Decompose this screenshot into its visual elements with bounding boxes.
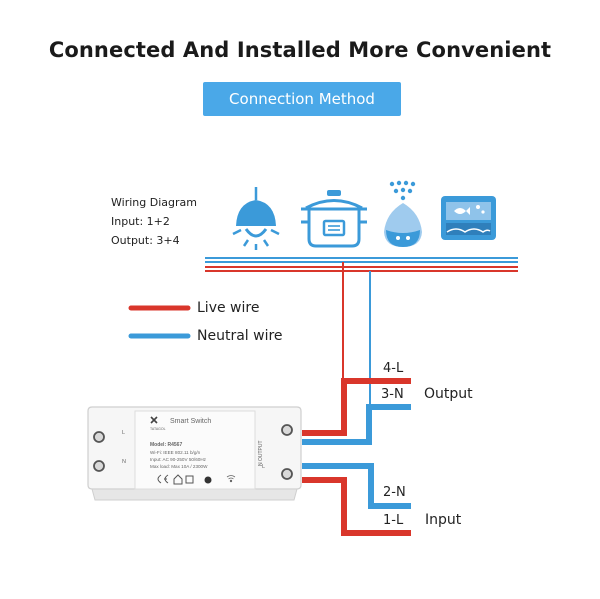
wiring-diagram-notes: Wiring Diagram Input: 1+2 Output: 3+4 <box>111 193 197 250</box>
humidifier-icon <box>384 180 422 247</box>
smart-switch-device: L N N OUTPUT L TATAGOL Smart Switch Mode… <box>87 406 302 501</box>
device-brand: TATAGOL <box>150 427 166 431</box>
device-wifi: Wi-Fi: IEEE 802.11 b/g/n <box>150 450 201 455</box>
bus-lines <box>205 257 518 272</box>
legend-neutral-label: Neutral wire <box>197 328 283 344</box>
device-side-label-n: N <box>122 459 126 465</box>
power-button <box>204 476 212 484</box>
screw-top-left <box>93 431 105 443</box>
rice-cooker-icon <box>301 190 367 248</box>
brand-logo <box>150 416 158 424</box>
screw-bottom-right <box>281 468 293 480</box>
wiring-input: Input: 1+2 <box>111 215 170 228</box>
device-side-label-l: L <box>122 430 125 436</box>
wifi-icon <box>226 475 236 483</box>
terminal-3-n: 3-N <box>381 387 404 402</box>
device-input: Input: AC 90-250V 50/60Hz <box>150 457 207 462</box>
device-maxload: Max load: Max 10A / 2300W <box>150 464 208 469</box>
terminal-4-l: 4-L <box>383 361 404 376</box>
wiring-heading: Wiring Diagram <box>111 196 197 209</box>
device-side-label-right-l: L <box>262 464 265 470</box>
input-live-wire <box>302 477 411 536</box>
screw-top-right <box>281 424 293 436</box>
output-neutral-wire <box>302 404 411 445</box>
input-label: Input <box>425 512 462 528</box>
legend-live-label: Live wire <box>197 300 260 316</box>
device-name: Smart Switch <box>170 418 211 425</box>
device-model: Model: R4567 <box>150 442 182 448</box>
input-neutral-wire <box>302 463 411 509</box>
connection-method-badge: Connection Method <box>203 82 401 116</box>
output-live-wire <box>302 378 411 436</box>
screw-bottom-left <box>93 460 105 472</box>
device-side-label-output: N OUTPUT <box>258 440 264 466</box>
output-label: Output <box>424 386 473 402</box>
aquarium-icon <box>441 196 496 240</box>
terminal-1-l: 1-L <box>383 513 404 528</box>
certification-marks <box>157 474 194 485</box>
ceiling-lamp-icon <box>232 187 280 250</box>
page-title: Connected And Installed More Convenient <box>48 38 552 62</box>
wiring-output: Output: 3+4 <box>111 234 180 247</box>
terminal-2-n: 2-N <box>383 485 406 500</box>
